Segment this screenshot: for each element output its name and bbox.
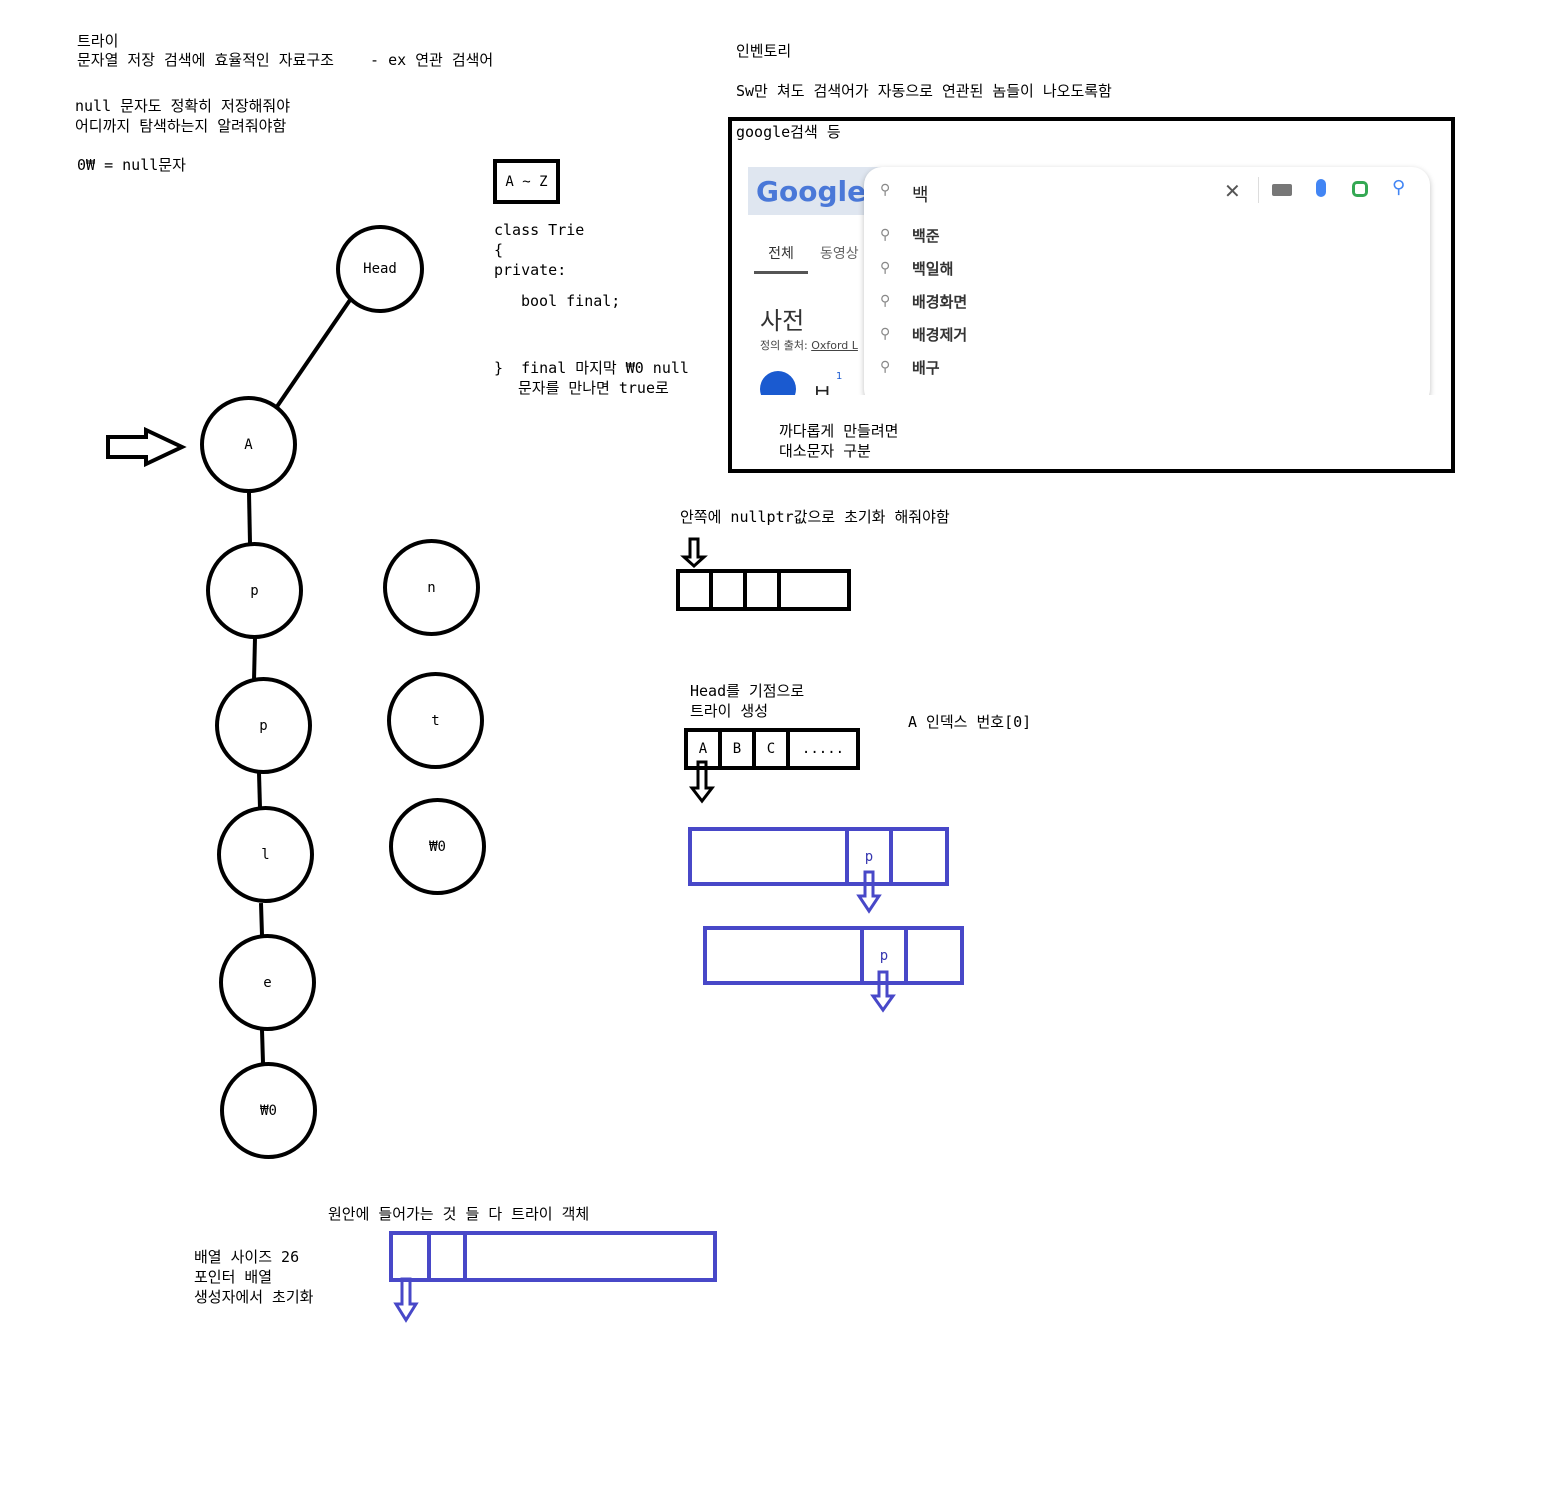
edge-a-p [247,492,252,544]
blue-cell [889,831,945,882]
trie-node-end2: ₩0 [389,798,486,895]
pointer-array-empty [676,569,851,611]
suggestion-item[interactable]: 배구 [912,359,940,377]
init-note: 안쪽에 nullptr값으로 초기화 해줘야함 [680,508,950,526]
suggestion-item[interactable]: 백준 [912,227,940,245]
null-note-line2: 어디까지 탐색하는지 알려줘야함 [75,117,287,135]
head-note-line1: Head를 기점으로 [690,682,805,700]
code-line-private: private: [494,261,567,279]
google-example-frame [728,117,1455,473]
trie-node-l: l [217,806,314,903]
dictionary-glyph: ㅂ [812,381,833,395]
dictionary-source-prefix: 정의 출처: [760,339,808,352]
code-line-true: 문자를 만나면 true로 [518,379,669,397]
dictionary-superscript: 1 [836,371,843,382]
suggestion-item[interactable]: 백일해 [912,260,954,278]
edge-p-l [257,772,262,809]
microphone-icon[interactable] [1316,179,1326,197]
dictionary-heading: 사전 [760,307,805,335]
trie-title: 트라이 [77,32,119,50]
trie-node-t: t [387,672,484,769]
search-icon: ⚲ [880,182,891,198]
google-search-screenshot: Google 전체 동영상 사전 정의 출처: Oxford L ㅂ 1 ⚲ 백… [746,163,1436,395]
null-char-note: 0₩ = null문자 [77,156,186,174]
trie-node-p2: p [215,677,312,774]
array-cell [709,573,743,607]
google-logo-text: Google [756,174,867,208]
az-box: A ~ Z [493,159,560,204]
suggestion-search-icon: ⚲ [880,293,891,309]
dictionary-source-link[interactable]: Oxford L [811,339,858,352]
array-cell [743,573,777,607]
suggestion-search-icon: ⚲ [880,260,891,276]
null-note-line1: null 문자도 정확히 저장해줘야 [75,97,291,115]
edge-p-p [252,637,257,681]
trie-node-p1: p [206,542,303,639]
speaker-icon[interactable] [760,371,796,395]
array-cell-c: C [752,732,786,766]
edge-e-end [260,1029,265,1064]
blue-array-3 [389,1231,717,1282]
google-label: google검색 등 [736,123,841,141]
blue-cell-p: p [860,930,904,981]
array-note-line3: 생성자에서 초기화 [194,1288,314,1306]
tab-video[interactable]: 동영상 [820,246,859,262]
array-cell-dots: ..... [786,732,856,766]
suggestion-item[interactable]: 배경화면 [912,293,968,311]
array-note-line1: 배열 사이즈 26 [194,1248,300,1266]
dictionary-source: 정의 출처: Oxford L [760,337,858,353]
search-input[interactable]: 백 [912,185,929,206]
inventory-desc: Sw만 쳐도 검색어가 자동으로 연관된 놈들이 나오도록함 [736,82,1112,100]
autocomplete-dropdown: ⚲ 백 ✕ ⚲ ⚲ 백준 ⚲ 백일해 ⚲ 배경화면 ⚲ 배경제거 ⚲ 배구 [864,167,1430,395]
tab-all[interactable]: 전체 [754,243,808,274]
circle-note: 원안에 들어가는 것 들 다 트라이 객체 [328,1205,590,1223]
trie-subtitle: 문자열 저장 검색에 효율적인 자료구조 - ex 연관 검색어 [77,51,494,69]
code-line-class: class Trie [494,221,585,239]
blue-cell [904,930,960,981]
blue-down-arrow-icon [856,870,882,914]
array-note-line2: 포인터 배열 [194,1268,273,1286]
array-cell [777,573,847,607]
head-pointer-array: A B C ..... [684,728,860,770]
trie-node-a: A [200,396,297,493]
keyboard-icon[interactable] [1272,184,1292,196]
suggestion-search-icon: ⚲ [880,227,891,243]
blue-cell-p: p [845,831,889,882]
blue-array-2: p [703,926,964,985]
blue-cell [463,1235,713,1278]
divider [1258,177,1259,203]
edge-head-a [274,298,352,410]
suggestion-search-icon: ⚲ [880,359,891,375]
strict-note-line1: 까다롭게 만들려면 [779,422,899,440]
array-cell-b: B [718,732,752,766]
down-arrow-icon [680,537,708,569]
clear-icon[interactable]: ✕ [1224,179,1241,203]
trie-node-n: n [383,539,480,636]
array-cell-a: A [698,741,708,757]
blue-down-arrow-icon [870,970,896,1013]
trie-node-e: e [219,934,316,1031]
blue-cell [427,1235,463,1278]
blue-array-1: p [688,827,949,886]
code-line-final: bool final; [521,292,621,310]
blue-down-arrow-icon [393,1277,419,1323]
lens-icon[interactable] [1352,181,1368,197]
suggestion-item[interactable]: 배경제거 [912,326,968,344]
trie-node-end: ₩0 [220,1062,317,1159]
edge-l-e [259,902,264,936]
code-line-brace: { [494,241,504,259]
code-line-close: } final 마지막 ₩0 null [494,359,689,377]
search-submit-icon[interactable]: ⚲ [1392,177,1406,198]
head-note-line2: 트라이 생성 [690,702,769,720]
pointer-arrow-icon [106,426,187,468]
strict-note-line2: 대소문자 구분 [779,442,871,460]
trie-node-head: Head [336,225,424,313]
suggestion-search-icon: ⚲ [880,326,891,342]
index-note: A 인덱스 번호[0] [908,713,1032,731]
inventory-title: 인벤토리 [736,42,792,60]
